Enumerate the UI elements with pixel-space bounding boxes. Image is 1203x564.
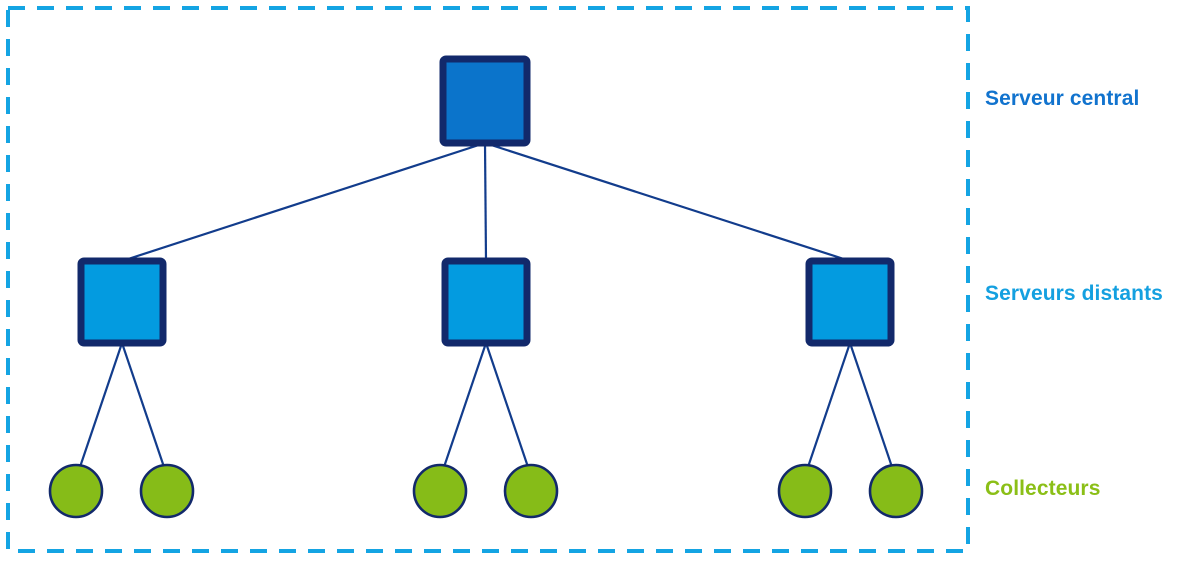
links-remote-to-collectors: [78, 342, 894, 468]
node-collector-5[interactable]: [777, 463, 833, 519]
node-collector-1[interactable]: [48, 463, 104, 519]
link-remote-1-collector-1: [78, 342, 124, 468]
node-central-1[interactable]: [439, 55, 531, 147]
link-remote-2-collector-4: [484, 342, 530, 468]
node-remote-1[interactable]: [77, 257, 167, 347]
node-collector-6[interactable]: [868, 463, 924, 519]
node-collector-2[interactable]: [139, 463, 195, 519]
node-remote-2[interactable]: [441, 257, 531, 347]
collectors-group[interactable]: [48, 463, 924, 519]
tier-label-remote: Serveurs distants: [985, 282, 1163, 305]
node-collector-3[interactable]: [412, 463, 468, 519]
link-remote-3-collector-5: [806, 342, 852, 468]
tier-label-collectors: Collecteurs: [985, 477, 1101, 500]
link-central-remote-2: [483, 142, 488, 262]
node-collector-4[interactable]: [503, 463, 559, 519]
remote-servers-group[interactable]: [77, 257, 895, 347]
boundary-dashed-rect: [6, 6, 970, 553]
link-remote-3-collector-6: [848, 342, 894, 468]
central-server-group[interactable]: [439, 55, 531, 147]
link-central-remote-3: [484, 141, 851, 263]
links-central-to-remote: [121, 141, 851, 263]
link-remote-2-collector-3: [442, 342, 488, 468]
tier-label-central: Serveur central: [985, 87, 1140, 110]
link-central-remote-1: [121, 141, 486, 263]
link-remote-1-collector-2: [120, 342, 166, 468]
node-remote-3[interactable]: [805, 257, 895, 347]
